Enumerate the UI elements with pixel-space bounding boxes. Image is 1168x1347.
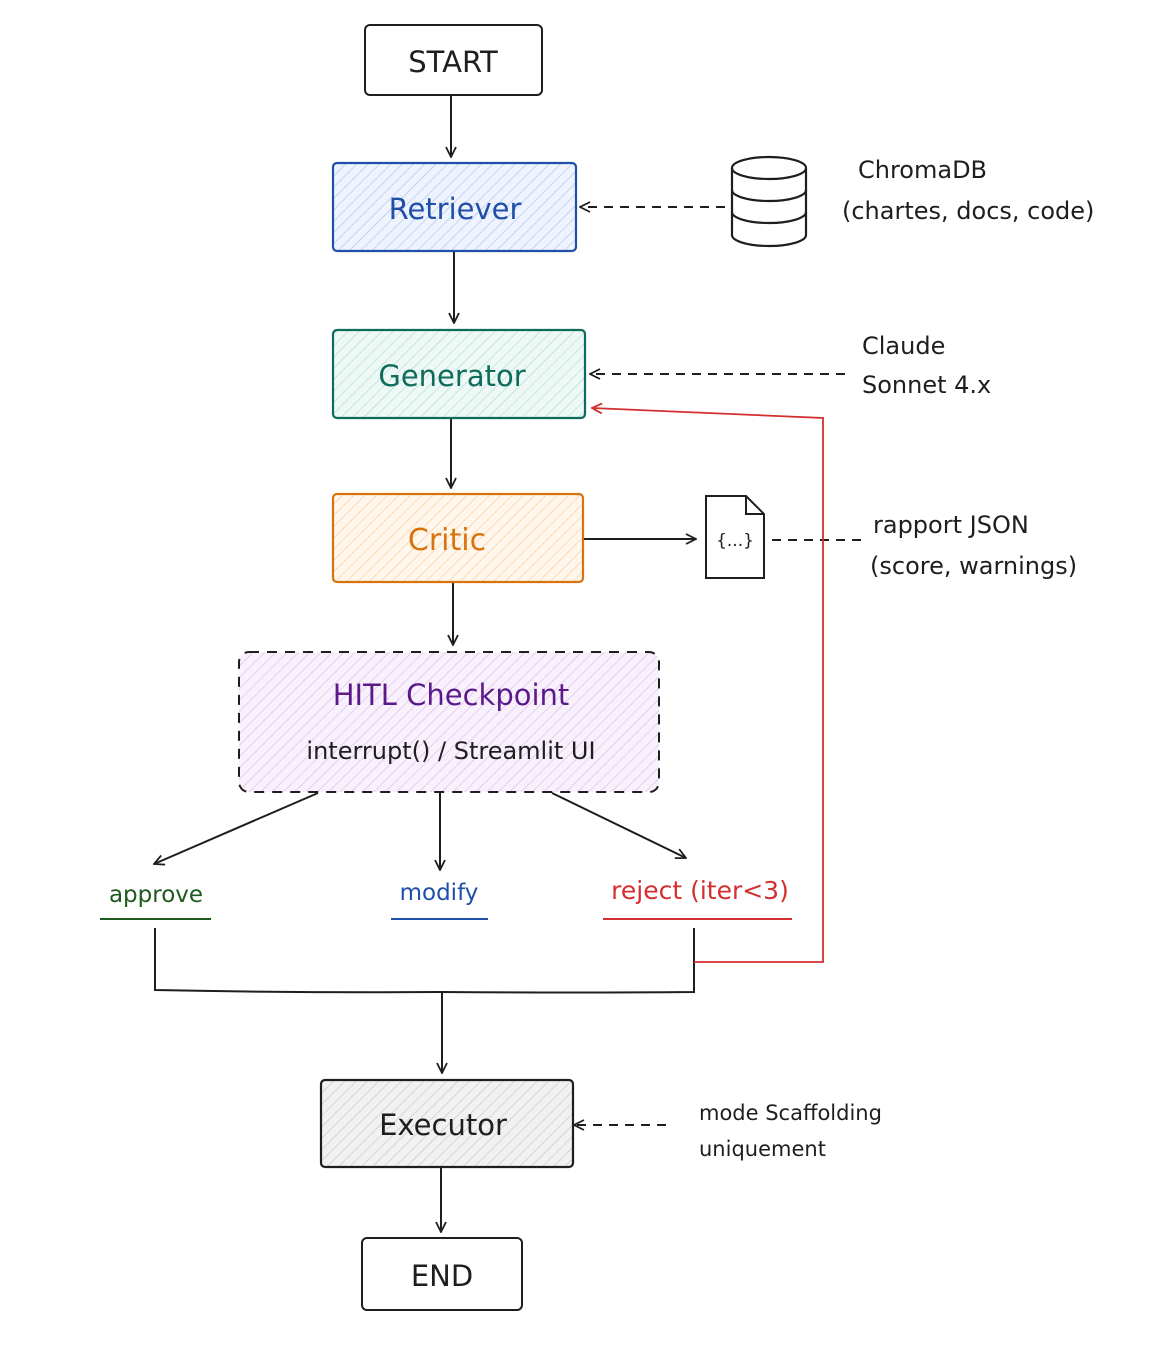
hitl-subtitle: interrupt() / Streamlit UI [306,737,595,765]
arrow-hitl-approve [154,792,319,864]
branch-reject-label: reject (iter<3) [611,876,789,905]
node-critic[interactable]: Critic [331,492,585,584]
node-executor[interactable]: Executor [319,1078,575,1169]
branch-approve-label: approve [109,882,203,908]
database-icon [730,155,808,248]
branch-approve[interactable]: approve [100,882,211,920]
branch-reject[interactable]: reject (iter<3) [603,876,792,920]
note-claude-line1: Claude [862,332,945,360]
node-critic-label: Critic [408,523,486,558]
branch-modify[interactable]: modify [391,880,488,920]
hitl-title: HITL Checkpoint [333,678,570,712]
note-scaffolding-line1: mode Scaffolding [699,1101,882,1125]
note-claude-line2: Sonnet 4.x [862,371,991,399]
merge-bracket [154,928,695,994]
connectors [154,96,866,1232]
reject-loop-arrow [592,408,824,963]
json-document-icon: {...} [705,495,765,579]
note-scaffolding-line2: uniquement [699,1137,826,1161]
node-hitl-checkpoint[interactable]: HITL Checkpoint interrupt() / Streamlit … [238,651,660,793]
node-end[interactable]: END [361,1237,523,1311]
node-end-label: END [411,1259,473,1293]
node-retriever[interactable]: Retriever [331,161,578,253]
branch-modify-label: modify [400,880,479,906]
json-document-label: {...} [716,531,754,551]
node-start[interactable]: START [364,24,543,96]
node-retriever-label: Retriever [389,192,522,226]
note-rapport-line2: (score, warnings) [870,552,1077,580]
note-rapport-line1: rapport JSON [873,511,1029,539]
node-executor-label: Executor [379,1108,507,1142]
arrow-hitl-reject [551,792,686,858]
node-generator-label: Generator [378,359,525,393]
note-chromadb-line2: (chartes, docs, code) [842,197,1094,225]
note-chromadb-line1: ChromaDB [858,156,987,184]
node-start-label: START [408,45,498,79]
node-generator[interactable]: Generator [331,328,587,420]
